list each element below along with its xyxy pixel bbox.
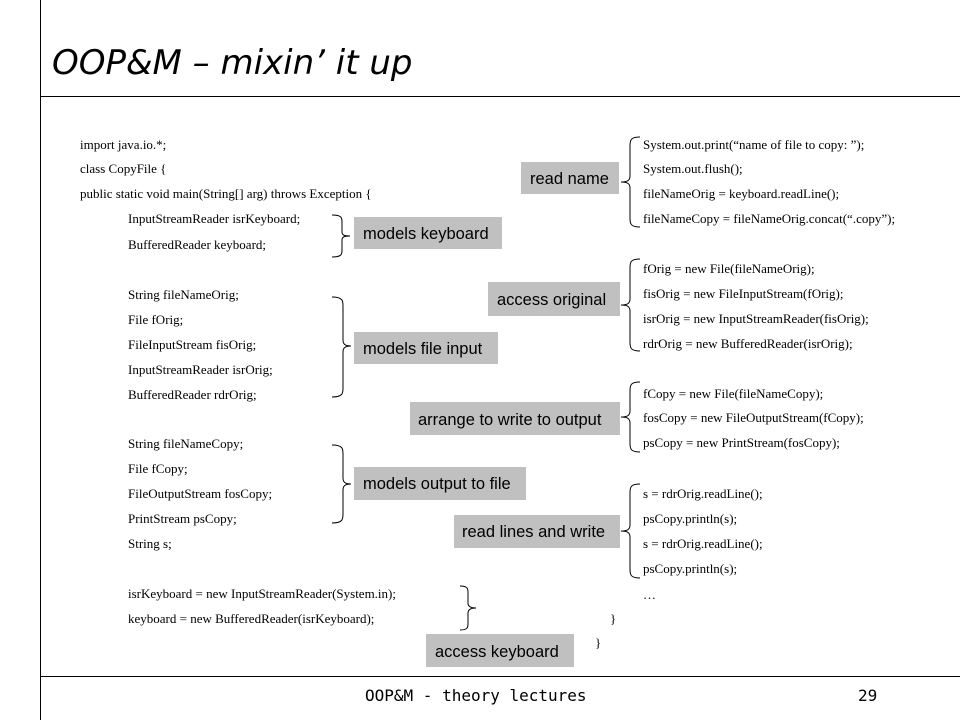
code-line: BufferedReader rdrOrig; (128, 387, 257, 402)
code-line: import java.io.*; (80, 137, 167, 152)
closing-brace: } (610, 611, 617, 626)
title-underline-rule (40, 96, 960, 97)
code-line: psCopy.println(s); (643, 561, 738, 576)
footer-rule (40, 676, 960, 677)
label-access-keyboard: access keyboard (426, 634, 574, 667)
code-line: fileNameOrig = keyboard.readLine(); (643, 186, 840, 201)
label-read-lines-write: read lines and write (454, 515, 620, 548)
code-line: BufferedReader keyboard; (128, 237, 267, 252)
code-line: fOrig = new File(fileNameOrig); (643, 261, 815, 276)
code-line: s = rdrOrig.readLine(); (643, 536, 763, 551)
code-line: s = rdrOrig.readLine(); (643, 486, 763, 501)
brace-read-lines (620, 483, 641, 579)
slide-title: OOP&M – mixin’ it up (52, 43, 413, 83)
code-line: String s; (128, 536, 172, 551)
brace-access-keyboard (459, 585, 477, 631)
label-read-name: read name (521, 162, 619, 194)
code-line: System.out.print(“name of file to copy: … (643, 137, 865, 152)
code-line: System.out.flush(); (643, 161, 743, 176)
brace-output-decl (331, 444, 352, 524)
code-line: FileInputStream fisOrig; (128, 337, 257, 352)
code-line: fisOrig = new FileInputStream(fOrig); (643, 286, 844, 301)
code-line: keyboard = new BufferedReader(isrKeyboar… (128, 611, 375, 626)
code-line: fosCopy = new FileOutputStream(fCopy); (643, 410, 864, 425)
code-line: String fileNameOrig; (128, 287, 239, 302)
label-models-output-file: models output to file (354, 467, 526, 500)
code-line: File fOrig; (128, 312, 184, 327)
label-arrange-write-output: arrange to write to output (410, 402, 620, 435)
code-line: String fileNameCopy; (128, 436, 244, 451)
code-line: class CopyFile { (80, 161, 167, 176)
brace-keyboard-decl (331, 214, 351, 258)
code-line: … (643, 587, 656, 602)
brace-read-name (620, 136, 641, 228)
label-models-file-input: models file input (354, 332, 498, 364)
brace-write-output (620, 381, 641, 453)
label-models-keyboard: models keyboard (354, 217, 502, 249)
brace-file-input-decl (331, 296, 352, 398)
code-line: InputStreamReader isrOrig; (128, 362, 273, 377)
code-line: fileNameCopy = fileNameOrig.concat(“.cop… (643, 211, 896, 226)
page-number: 29 (858, 686, 878, 705)
code-line: fCopy = new File(fileNameCopy); (643, 386, 824, 401)
code-line: File fCopy; (128, 461, 188, 476)
code-line: isrKeyboard = new InputStreamReader(Syst… (128, 586, 396, 601)
code-line: InputStreamReader isrKeyboard; (128, 211, 301, 226)
code-line: rdrOrig = new BufferedReader(isrOrig); (643, 336, 853, 351)
code-line: FileOutputStream fosCopy; (128, 486, 273, 501)
code-line: psCopy.println(s); (643, 511, 738, 526)
code-line: PrintStream psCopy; (128, 511, 237, 526)
code-line: psCopy = new PrintStream(fosCopy); (643, 435, 840, 450)
code-line: isrOrig = new InputStreamReader(fisOrig)… (643, 311, 869, 326)
left-margin-rule (40, 0, 41, 720)
footer-text: OOP&M - theory lectures (365, 686, 587, 705)
label-access-original: access original (488, 282, 620, 316)
closing-brace: } (595, 635, 602, 650)
brace-access-original (620, 258, 641, 352)
code-line: public static void main(String[] arg) th… (80, 186, 372, 201)
